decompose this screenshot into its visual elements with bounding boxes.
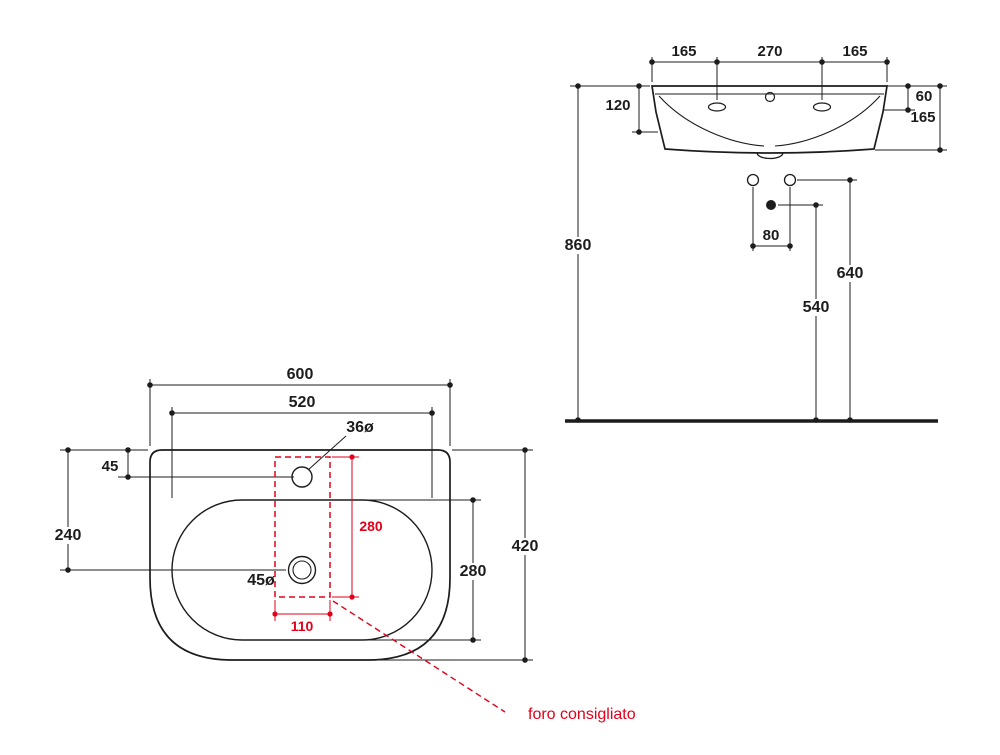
fixing-hole-left — [746, 173, 760, 187]
dim-label-640: 640 — [837, 265, 864, 282]
recommended-hole-dashed-area — [274, 456, 331, 598]
dim-label-240: 240 — [55, 527, 82, 544]
dim-label-280-bowl: 280 — [460, 563, 487, 580]
dim-label-top-right-165: 165 — [842, 43, 867, 60]
basin-plan-outline — [149, 449, 451, 661]
plan-dimension-dots — [65, 382, 528, 663]
red-lines — [274, 456, 506, 713]
note-leader-line — [332, 600, 506, 713]
fixing-hole-right — [783, 173, 797, 187]
bowl-profile-right — [774, 95, 881, 147]
front-view: 165 270 165 120 60 165 860 80 640 540 — [560, 43, 947, 423]
wall-fixing-holes — [746, 173, 797, 210]
drain-outlet-front — [756, 152, 784, 160]
basin-front-outline — [651, 85, 888, 154]
basin-front-body — [651, 85, 888, 160]
dim-label-top-center-270: 270 — [757, 43, 782, 60]
drain-plan-outer — [287, 555, 317, 585]
dim-label-60: 60 — [916, 88, 933, 105]
tap-hole-plan — [291, 466, 313, 488]
dim-label-45-dia: 45ø — [247, 572, 275, 589]
slot-hole-left-icon — [707, 102, 727, 112]
dim-label-420: 420 — [512, 538, 539, 555]
slot-hole-right-icon — [812, 102, 832, 112]
plan-dimension-lines — [60, 379, 533, 661]
front-dimension-dots — [575, 59, 943, 423]
bowl-profile-left — [658, 95, 765, 147]
drain-point — [766, 200, 776, 210]
dim-label-280-red: 280 — [359, 518, 383, 534]
dim-label-right-165: 165 — [910, 109, 935, 126]
dim-label-45: 45 — [102, 458, 119, 475]
dim-label-80: 80 — [763, 227, 780, 244]
plan-label-backgrounds — [50, 527, 543, 580]
dim-label-36-dia: 36ø — [346, 419, 374, 436]
front-label-backgrounds — [560, 237, 868, 316]
tap-hole-leader-line — [307, 435, 347, 471]
dim-label-520: 520 — [289, 394, 316, 411]
red-dimension-dots — [272, 454, 355, 617]
dim-label-110-red: 110 — [291, 618, 314, 634]
dim-label-540: 540 — [803, 299, 830, 316]
dim-label-120: 120 — [605, 97, 630, 114]
dim-label-top-left-165: 165 — [671, 43, 696, 60]
drain-plan-inner — [292, 560, 312, 580]
overflow-hole-front — [764, 91, 776, 103]
note-foro-consigliato: foro consigliato — [528, 706, 636, 723]
plan-view: 600 520 36ø 45 240 420 280 45ø — [50, 366, 543, 663]
recommended-hole-annotations: 280 110 foro consigliato — [272, 454, 636, 723]
dim-label-860: 860 — [565, 237, 592, 254]
dim-label-600: 600 — [287, 366, 314, 383]
